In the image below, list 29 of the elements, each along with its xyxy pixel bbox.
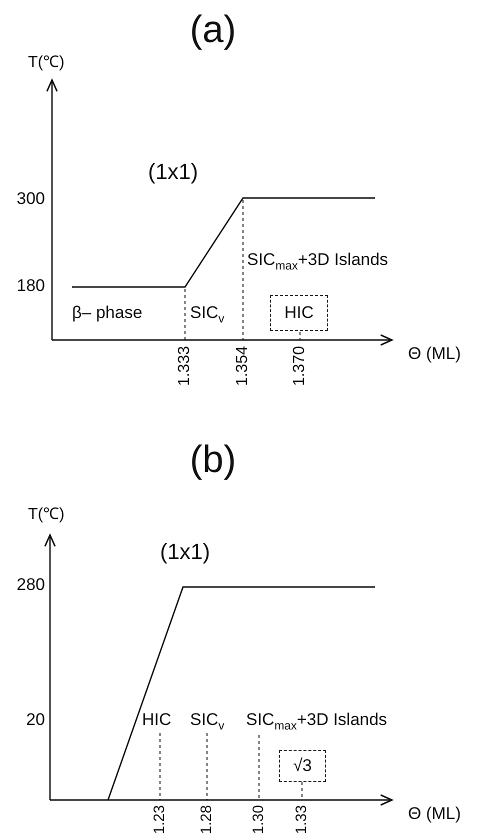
region-label: HIC [142,711,172,730]
region-label: SIC$_{max}$+3D Islands [247,251,388,272]
dashed-label-box [270,295,328,331]
panel-label: (a) [190,10,236,52]
region-label: SIC$_{v}$ [190,304,224,326]
axis-title: Θ (ML) [408,805,461,824]
box-text: √3 [293,756,312,776]
phase-label: (1x1) [148,160,198,184]
tick-label: 1.33 [294,805,310,834]
axis-title: Θ (ML) [408,345,461,364]
tick-label: 1.28 [198,805,216,834]
tick-label: 1.370 [291,346,309,386]
tick-label: 1.354 [234,346,252,386]
tick-label: 300 [16,190,45,209]
tick-label: 1.23 [152,805,168,834]
tick-label: 180 [16,277,45,296]
tick-label: 20 [26,711,45,730]
box-text: HIC [284,303,314,323]
axis-title: T(℃) [28,54,64,72]
panel-label: (b) [190,440,236,482]
axis-title: T(℃) [28,506,64,524]
phase-label: (1x1) [160,540,210,564]
tick-label: 1.30 [250,805,268,834]
region-label: SIC$_{max}$+3D Islands [246,711,388,732]
tick-label: 1.333 [176,346,194,386]
region-label: SIC$_{v}$ [190,711,224,732]
tick-label: 280 [16,576,45,595]
dashed-label-box [279,750,326,782]
region-label: β– phase [72,304,142,323]
